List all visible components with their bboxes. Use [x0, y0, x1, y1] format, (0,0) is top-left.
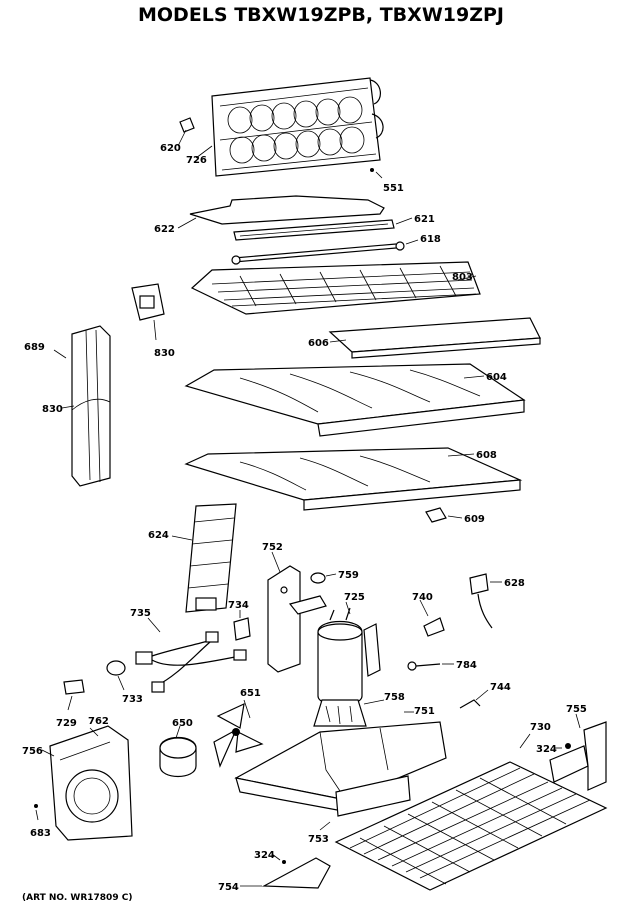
label-758: 758	[384, 692, 405, 703]
label-606: 606	[308, 338, 329, 349]
label-830-channel: 830	[42, 404, 63, 415]
label-621: 621	[414, 214, 435, 225]
label-740: 740	[412, 592, 433, 603]
part-608-pan	[184, 447, 523, 511]
label-324-bottom: 324	[254, 850, 275, 861]
label-759: 759	[338, 570, 359, 581]
part-830-channel	[71, 325, 111, 487]
label-620: 620	[160, 143, 181, 154]
part-803-evaporator	[190, 261, 481, 315]
part-621-strip	[233, 219, 395, 241]
label-725: 725	[344, 592, 365, 603]
label-735: 735	[130, 608, 151, 619]
label-730: 730	[530, 722, 551, 733]
part-651-fan-blade	[213, 702, 264, 768]
label-752: 752	[262, 542, 283, 553]
label-753: 753	[308, 834, 329, 845]
part-730-condenser	[334, 761, 608, 891]
part-753-bracket	[335, 775, 411, 817]
label-755: 755	[566, 704, 587, 715]
label-751: 751	[414, 706, 435, 717]
part-754-bracket	[261, 857, 331, 889]
label-784: 784	[456, 660, 477, 671]
part-755-bracket	[549, 721, 607, 791]
label-624: 624	[148, 530, 169, 541]
label-754: 754	[218, 882, 239, 893]
part-604-cover	[184, 363, 526, 437]
diagram-title: MODELS TBXW19ZPB, TBXW19ZPJ	[138, 4, 504, 26]
condenser-coil	[211, 77, 384, 177]
part-758-mounts	[313, 699, 367, 727]
part-622-baffle	[189, 195, 385, 225]
part-650-fan-motor	[159, 736, 197, 778]
label-762: 762	[88, 716, 109, 727]
part-740-relay	[423, 617, 445, 637]
label-551: 551	[383, 183, 404, 194]
label-756: 756	[22, 746, 43, 757]
art-number: (ART NO. WR17809 C)	[22, 893, 132, 903]
part-756-shroud	[49, 725, 133, 841]
part-735-harness	[135, 631, 247, 693]
label-604: 604	[486, 372, 507, 383]
part-725-compressor	[317, 607, 381, 706]
part-734-relay	[233, 617, 251, 641]
part-733-capacitor	[106, 660, 126, 676]
label-734: 734	[228, 600, 249, 611]
part-labels: 620 726 551 622 621 618 803 606 830 689 …	[22, 143, 587, 893]
part-609-drain	[425, 507, 447, 523]
part-751-base-pan	[234, 721, 447, 813]
part-618-heater	[231, 241, 405, 265]
part-784-clip	[407, 661, 441, 671]
label-689: 689	[24, 342, 45, 353]
part-752-bracket	[267, 565, 327, 673]
label-609: 609	[464, 514, 485, 525]
label-726: 726	[186, 155, 207, 166]
part-744-clip	[459, 699, 481, 709]
part-759-grommet	[310, 572, 326, 584]
label-608: 608	[476, 450, 497, 461]
label-650: 650	[172, 718, 193, 729]
label-729: 729	[56, 718, 77, 729]
label-628: 628	[504, 578, 525, 589]
part-606-panel	[328, 317, 541, 359]
label-324-right: 324	[536, 744, 557, 755]
label-683: 683	[30, 828, 51, 839]
label-803: 803	[452, 272, 473, 283]
label-622: 622	[154, 224, 175, 235]
label-618: 618	[420, 234, 441, 245]
part-830-switch	[131, 283, 165, 321]
label-651: 651	[240, 688, 261, 699]
label-733: 733	[122, 694, 143, 705]
label-744: 744	[490, 682, 511, 693]
part-628-thermostat	[469, 573, 493, 629]
part-624-duct	[185, 503, 237, 613]
part-729-plug	[63, 679, 85, 695]
part-324-screw	[565, 743, 571, 749]
label-830-switch: 830	[154, 348, 175, 359]
part-620-clip	[179, 117, 195, 133]
